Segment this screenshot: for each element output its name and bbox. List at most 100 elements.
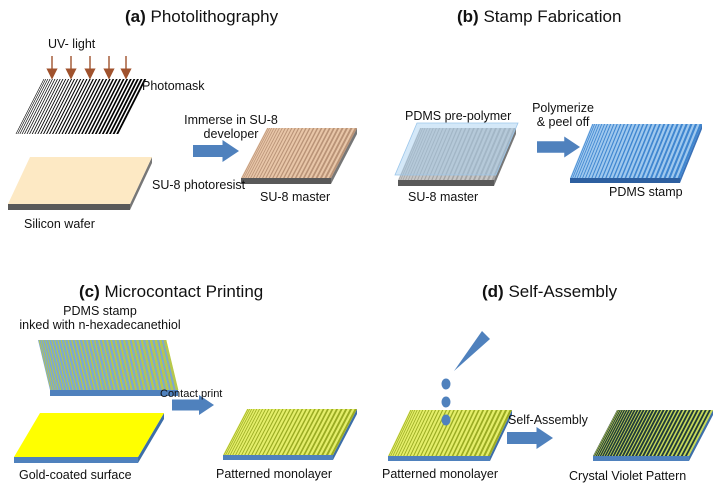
stripe xyxy=(247,128,275,178)
stripe xyxy=(585,124,609,178)
stripe xyxy=(400,128,424,180)
photomask-slab xyxy=(15,79,147,134)
stripe xyxy=(307,128,335,178)
stripe xyxy=(616,124,641,178)
stripe xyxy=(447,128,471,180)
patterned-monolayer-label-d: Patterned monolayer xyxy=(382,467,499,481)
stripe xyxy=(116,79,147,134)
panel-a-title: (a) Photolithography xyxy=(125,7,278,27)
slab-front-edge xyxy=(50,390,178,396)
slab-top-face xyxy=(14,413,164,457)
stripe xyxy=(77,79,108,134)
panel-b-title: (b) Stamp Fabrication xyxy=(457,7,621,27)
stripe xyxy=(420,128,444,180)
stripe xyxy=(630,410,656,456)
stripe xyxy=(423,128,448,180)
stripe xyxy=(118,340,133,390)
stripe xyxy=(464,128,488,180)
stripe xyxy=(229,409,255,455)
stripe xyxy=(67,79,98,134)
stripe xyxy=(91,79,122,134)
photoresist-label: SU-8 photoresist xyxy=(152,178,246,192)
stripe xyxy=(633,410,660,456)
stripe xyxy=(71,79,101,134)
stripe xyxy=(93,340,108,390)
stripe xyxy=(40,340,54,390)
stripe xyxy=(435,128,459,180)
crystal-violet-slab xyxy=(593,410,714,461)
slab-front-edge xyxy=(593,456,689,461)
stripe xyxy=(64,340,78,390)
stripe xyxy=(21,79,51,134)
stripe xyxy=(659,410,685,456)
stripe xyxy=(451,410,476,456)
patterned-monolayer-slab-d xyxy=(388,410,512,461)
stripe xyxy=(163,340,179,390)
crystal-violet-label: Crystal Violet Pattern xyxy=(569,469,687,483)
stripe xyxy=(275,128,304,178)
stripe xyxy=(101,340,116,390)
slab-top-face xyxy=(8,157,152,204)
stripe xyxy=(140,340,156,390)
stripe xyxy=(654,124,679,178)
stripe xyxy=(390,410,414,456)
stripe xyxy=(662,410,689,456)
stripe xyxy=(477,128,502,180)
process-arrow xyxy=(537,136,580,158)
stripe xyxy=(677,124,703,178)
stripe xyxy=(464,410,489,456)
stripe xyxy=(598,410,624,456)
stripe xyxy=(298,409,325,455)
stripe xyxy=(154,340,169,390)
stripe xyxy=(672,124,698,178)
stripe xyxy=(232,409,258,455)
stripe xyxy=(482,410,508,456)
stripe xyxy=(443,410,467,456)
stripe xyxy=(406,410,430,456)
su8-master-label-b: SU-8 master xyxy=(408,190,479,204)
stripe xyxy=(97,340,112,390)
stripe xyxy=(51,340,65,390)
stripe xyxy=(61,79,91,134)
stripe xyxy=(601,410,626,456)
stripe xyxy=(29,79,58,134)
stripe xyxy=(24,79,53,134)
stripe xyxy=(225,409,250,455)
stripe xyxy=(60,340,74,390)
stripe xyxy=(261,409,288,455)
stripe xyxy=(286,128,315,178)
stripe xyxy=(487,410,512,456)
contact-print-label: Contact print xyxy=(160,388,223,400)
slab-front-edge xyxy=(398,180,494,186)
pdms-prepolymer-label: PDMS pre-polymer xyxy=(405,109,512,123)
develop-step-label: Immerse in SU-8 developer xyxy=(175,113,287,141)
stripe xyxy=(455,128,480,180)
stripe xyxy=(579,124,603,178)
stripe xyxy=(620,410,646,456)
stripe xyxy=(438,128,463,180)
stripe xyxy=(388,410,412,456)
stripe xyxy=(420,410,444,456)
stripe xyxy=(127,340,142,390)
stripe xyxy=(145,340,160,390)
stripe xyxy=(659,124,684,178)
stripe xyxy=(628,124,653,178)
stripe xyxy=(655,410,681,456)
stripe xyxy=(594,124,618,178)
process-arrow xyxy=(172,395,214,415)
stripe xyxy=(624,124,649,178)
stripe xyxy=(67,340,81,390)
stripe xyxy=(594,410,620,456)
stripe xyxy=(572,124,596,178)
stripe xyxy=(238,409,264,455)
silicon-wafer-label: Silicon wafer xyxy=(24,217,95,231)
stripe xyxy=(290,409,316,455)
slab-front-edge xyxy=(388,456,490,461)
stripe xyxy=(265,128,293,178)
uv-light-arrows xyxy=(46,56,132,80)
gold-surface-label: Gold-coated surface xyxy=(19,468,132,482)
panel-a-letter: (a) xyxy=(125,7,146,26)
stripe xyxy=(612,124,637,178)
stripe xyxy=(473,410,498,456)
stripe xyxy=(74,79,104,134)
